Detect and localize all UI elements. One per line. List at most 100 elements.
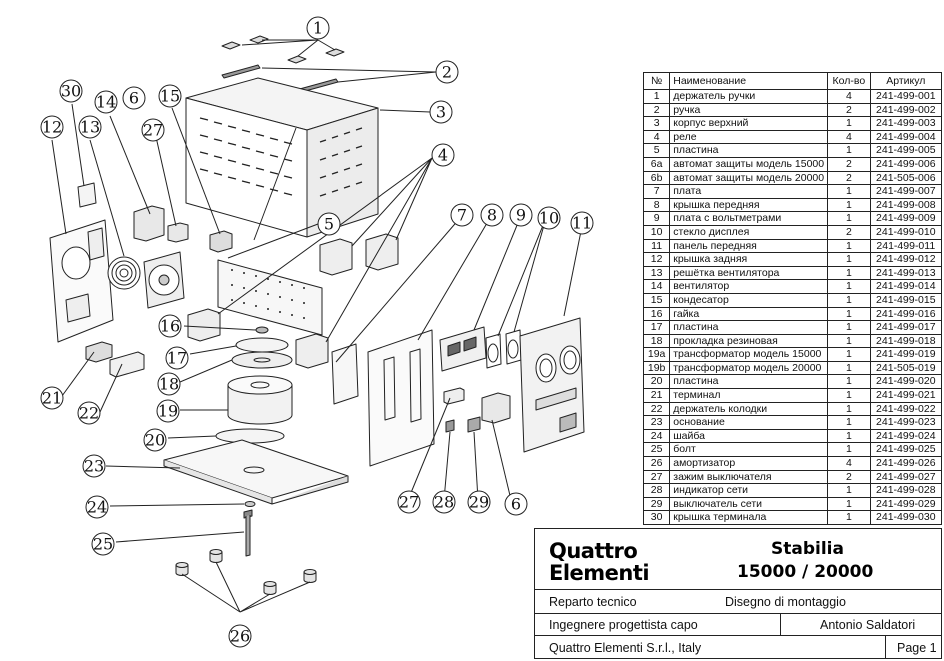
part-handle-holders: [221, 35, 345, 64]
callout-28: 28: [432, 490, 456, 514]
cell-quantity: 2: [827, 102, 871, 118]
svg-text:30: 30: [61, 82, 81, 101]
cell-quantity: 1: [827, 252, 871, 267]
page-divider: [885, 636, 886, 659]
cell-number: 25: [642, 442, 671, 458]
cell-quantity: 1: [827, 401, 871, 417]
part-rubber-pad: [231, 351, 293, 369]
model-numbers: 15000 / 20000: [737, 562, 874, 582]
title-row-company: Quattro Elementi S.r.l., Italy Page 1: [535, 635, 941, 659]
cell-quantity: 1: [827, 442, 871, 458]
cell-article: 241-499-021: [869, 388, 943, 403]
cell-name: трансформатор модель 15000: [669, 347, 829, 362]
part-switch-clip: [443, 387, 465, 405]
cell-article: 241-499-012: [869, 252, 943, 267]
cell-quantity: 1: [827, 211, 871, 226]
part-capacitor: [209, 230, 233, 253]
part-circuit-breaker-right: [481, 392, 511, 424]
part-terminal-holder: [109, 351, 145, 378]
cell-name: крышка задняя: [669, 252, 829, 267]
cell-quantity: 1: [827, 428, 871, 444]
part-plate-20: [215, 428, 285, 444]
cell-quantity: 1: [827, 510, 871, 525]
part-relays: [187, 233, 399, 369]
cell-quantity: 2: [827, 170, 871, 186]
callout-19: 19: [156, 399, 180, 423]
cell-article: 241-499-025: [869, 442, 943, 458]
cell-quantity: 4: [827, 129, 871, 145]
cell-article: 241-499-001: [869, 89, 943, 104]
cell-quantity: 2: [827, 469, 871, 485]
cell-article: 241-499-007: [869, 184, 943, 199]
cell-number: 9: [642, 211, 671, 226]
page-number: Page 1: [897, 640, 937, 655]
part-circuit-breaker-left: [133, 205, 189, 243]
parts-table-header: № Наименование Кол-во Артикул: [642, 72, 943, 90]
part-bolt: [243, 509, 253, 557]
svg-text:27: 27: [399, 493, 419, 512]
callout-27-left: 27: [141, 118, 165, 142]
callout-9: 9: [509, 203, 533, 227]
part-front-panel: [519, 317, 585, 453]
svg-text:8: 8: [487, 206, 497, 225]
cell-quantity: 1: [827, 388, 871, 403]
cell-quantity: 1: [827, 265, 871, 281]
cell-name: корпус верхний: [669, 116, 829, 131]
cell-article: 241-499-028: [869, 483, 943, 498]
svg-text:28: 28: [434, 493, 454, 512]
part-front-cover: [367, 329, 435, 467]
cell-name: пластина: [669, 320, 829, 335]
cell-article: 241-499-008: [869, 197, 943, 213]
svg-text:10: 10: [539, 209, 559, 228]
part-plate-5: [217, 259, 323, 336]
part-dampers: [175, 549, 317, 595]
engineer-name: Antonio Saldatori: [820, 617, 916, 632]
callout-17: 17: [165, 346, 189, 370]
part-top-housing: [185, 77, 379, 238]
cell-name: автомат защиты модель 15000: [669, 156, 829, 172]
cell-name: плата с вольтметрами: [669, 211, 829, 226]
cell-number: 23: [642, 415, 671, 430]
svg-text:13: 13: [80, 118, 100, 137]
cell-name: панель передняя: [669, 238, 829, 254]
model-name: Stabilia: [771, 539, 844, 559]
cell-number: 16: [642, 306, 671, 322]
callout-18: 18: [157, 372, 181, 396]
svg-text:17: 17: [167, 349, 187, 368]
cell-quantity: 1: [827, 184, 871, 199]
callout-6-right: 6: [504, 492, 528, 516]
callout-2: 2: [435, 60, 459, 84]
part-power-indicator: [445, 419, 455, 433]
cell-name: ручка: [669, 102, 829, 118]
cell-number: 7: [642, 184, 671, 199]
part-voltmeter-board: [439, 326, 487, 372]
cell-number: 20: [642, 374, 671, 390]
cell-name: держатель ручки: [669, 89, 829, 104]
cell-number: 19a: [642, 347, 671, 362]
header-article: Артикул: [869, 72, 943, 90]
cell-article: 241-499-004: [869, 129, 943, 145]
svg-text:24: 24: [87, 498, 107, 517]
cell-article: 241-499-009: [869, 211, 943, 226]
callout-24: 24: [85, 495, 109, 519]
cell-article: 241-499-014: [869, 279, 943, 294]
svg-text:15: 15: [160, 87, 180, 106]
part-fan-grille: [107, 256, 141, 290]
title-row-department: Reparto tecnico Disegno di montaggio: [535, 589, 941, 613]
cell-article: 241-499-027: [869, 469, 943, 485]
